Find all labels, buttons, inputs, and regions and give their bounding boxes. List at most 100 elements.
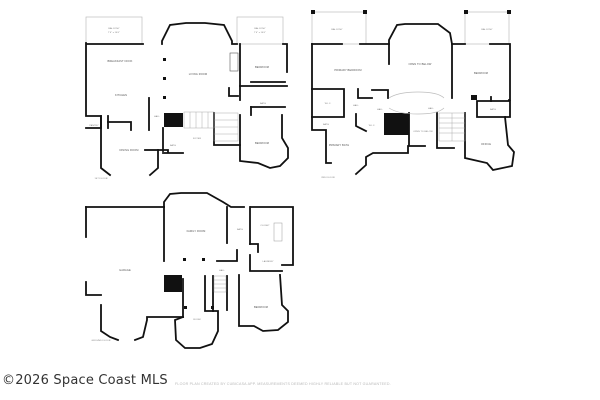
room-label: BEDROOM xyxy=(255,65,269,69)
ground-floor-plan: GARAGE FAMILY ROOM BATH CLOSET LAUNDRY H… xyxy=(85,192,294,349)
stair-core xyxy=(164,275,182,292)
stair-core xyxy=(384,113,409,135)
wall xyxy=(388,23,453,99)
wall xyxy=(250,206,294,266)
staircase xyxy=(213,275,227,293)
staircase xyxy=(438,112,466,142)
wall xyxy=(228,87,239,97)
wall xyxy=(311,43,409,176)
room-label: BATH xyxy=(237,228,243,231)
wall xyxy=(239,114,289,169)
balcony-left-outline xyxy=(311,11,367,45)
wall xyxy=(85,115,102,129)
balcony-right-outline xyxy=(464,11,510,45)
floor-plan-disclaimer: FLOOR PLAN CREATED BY CUBICASA APP. MEAS… xyxy=(175,382,391,386)
room-label: BEDROOM xyxy=(255,141,269,145)
room-label: BALCONY xyxy=(331,28,343,31)
room-label: OPEN TO BELOW xyxy=(409,62,432,66)
room-label: BEDROOM xyxy=(474,71,488,75)
column xyxy=(202,258,205,261)
room-label: FAMILY ROOM xyxy=(187,229,206,233)
post xyxy=(464,10,468,14)
room-label: BATH xyxy=(260,102,266,105)
floor-note: GROUND FLOOR xyxy=(91,340,110,342)
wall xyxy=(216,249,238,262)
column xyxy=(163,96,166,99)
wall xyxy=(371,89,389,99)
wall xyxy=(161,22,238,45)
room-label: BATH xyxy=(490,108,496,111)
closet-shelf xyxy=(273,222,283,242)
floor-note: 2ND FLOOR xyxy=(321,177,335,179)
wall xyxy=(249,254,283,272)
staircase xyxy=(183,111,239,142)
wall xyxy=(100,304,184,342)
room-label: W.I.C. xyxy=(369,125,376,127)
room-label: DINING ROOM xyxy=(120,148,139,152)
first-floor-plan: BALCONY 7'0" x 16'0" BALCONY 7'0" x 16'0… xyxy=(85,16,289,180)
wall xyxy=(174,275,219,349)
wall xyxy=(311,43,390,65)
room-label: HALL xyxy=(154,115,161,118)
stair-core xyxy=(164,113,183,127)
wall xyxy=(355,113,368,133)
room-label: LIVING ROOM xyxy=(189,72,207,76)
room-dims: 7'0" x 16'0" xyxy=(108,32,120,34)
balcony-right-outline xyxy=(236,16,284,45)
room-dims: 7'0" x 16'0" xyxy=(254,32,266,34)
copyright-watermark: ©2026 Space Coast MLS xyxy=(2,373,168,388)
room-label: OPEN TO BELOW xyxy=(413,131,433,133)
wall xyxy=(85,206,102,296)
wall xyxy=(451,43,511,101)
room-label: LAUNDRY xyxy=(262,260,274,263)
wall xyxy=(107,121,132,131)
wall xyxy=(85,42,169,177)
floor-note: 1ST FLOOR xyxy=(94,178,107,180)
wall xyxy=(213,112,241,146)
room-label: BREAKFAST NOOK xyxy=(108,59,133,63)
room-label: GARAGE xyxy=(119,268,131,272)
room-label: HALL xyxy=(219,269,226,272)
column xyxy=(471,95,477,100)
room-label: HALL xyxy=(377,108,384,111)
room-label: BALCONY xyxy=(108,27,120,30)
wall xyxy=(436,112,455,149)
room-label: OFFICE xyxy=(481,142,491,146)
wall xyxy=(311,88,345,118)
room-label: BATH xyxy=(323,123,329,126)
room-label: BEDROOM xyxy=(254,305,268,309)
column xyxy=(211,306,214,309)
post xyxy=(311,10,315,14)
column xyxy=(184,306,187,309)
room-label: BATH xyxy=(170,144,176,147)
room-label: HALL xyxy=(353,104,360,107)
room-label: W.I.C. xyxy=(325,103,332,105)
room-label: PANTRY xyxy=(89,124,99,127)
wall xyxy=(249,243,259,253)
wall xyxy=(282,43,288,73)
wall xyxy=(357,88,373,99)
room-label: HALL xyxy=(428,107,435,110)
room-label: CLOSET xyxy=(260,225,270,227)
wall xyxy=(464,112,515,171)
fireplace xyxy=(229,52,239,72)
room-label: ROOM xyxy=(193,319,200,321)
column xyxy=(163,58,166,61)
room-label: BALCONY xyxy=(481,28,493,31)
balcony-left-outline xyxy=(85,16,143,45)
wall xyxy=(476,100,511,118)
room-label: KITCHEN xyxy=(115,93,127,97)
room-label: PRIMARY BEDROOM xyxy=(334,68,361,72)
post xyxy=(363,10,367,14)
wall xyxy=(408,112,426,147)
column xyxy=(183,258,186,261)
post xyxy=(507,10,511,14)
railing xyxy=(388,107,445,115)
wall xyxy=(163,192,245,208)
room-label: FOYER xyxy=(193,138,201,140)
column xyxy=(163,77,166,80)
second-floor-plan: BALCONY BALCONY PRIMARY BEDROOM OPEN TO … xyxy=(311,10,515,179)
room-label: BALCONY xyxy=(254,27,266,30)
wall xyxy=(238,274,289,332)
